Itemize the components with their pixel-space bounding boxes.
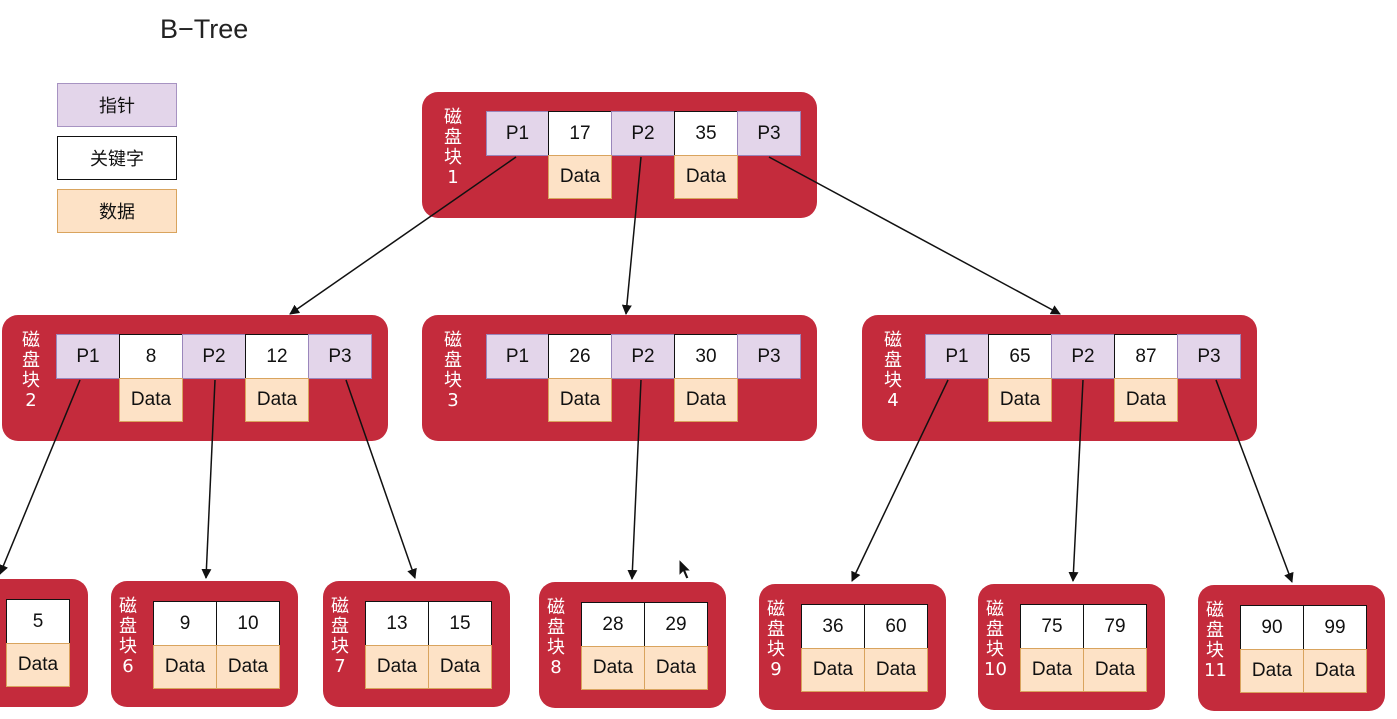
pointer-cell: P1 xyxy=(486,111,549,156)
key-cell: 30 xyxy=(674,334,738,379)
arrow-b2-p3 xyxy=(345,379,417,579)
key-cell: 65 xyxy=(988,334,1052,379)
data-cell: Data xyxy=(988,378,1052,422)
data-cell: Data xyxy=(1020,648,1084,692)
key-cell: 28 xyxy=(581,602,645,647)
key-cell: 15 xyxy=(428,601,492,646)
key-cell: 8 xyxy=(119,334,183,379)
legend-pointer: 指针 xyxy=(57,83,177,127)
data-cell: Data xyxy=(548,378,612,422)
key-cell: 35 xyxy=(674,111,738,156)
data-cell: Data xyxy=(674,378,738,422)
key-cell: 10 xyxy=(216,601,280,646)
diagram-title: B−Tree xyxy=(160,14,249,44)
key-cell: 99 xyxy=(1303,605,1367,650)
key-cell: 12 xyxy=(245,334,309,379)
data-cell: Data xyxy=(245,378,309,422)
data-cell: Data xyxy=(119,378,183,422)
arrow-root-p2 xyxy=(621,156,642,315)
data-cell: Data xyxy=(1240,649,1304,693)
key-cell: 29 xyxy=(644,602,708,647)
data-cell: Data xyxy=(153,645,217,689)
arrow-b2-p2 xyxy=(201,379,216,579)
pointer-cell: P1 xyxy=(925,334,989,379)
pointer-cell: P3 xyxy=(308,334,372,379)
arrow-b4-p2 xyxy=(1068,379,1084,582)
data-cell: Data xyxy=(644,646,708,690)
mouse-cursor-icon xyxy=(678,558,693,580)
data-cell: Data xyxy=(674,155,738,199)
arrow-b2-p1 xyxy=(0,379,81,575)
data-cell: Data xyxy=(801,648,865,692)
legend-data: 数据 xyxy=(57,189,177,233)
key-cell: 90 xyxy=(1240,605,1304,650)
arrow-b3-p2 xyxy=(627,379,642,580)
pointer-cell: P2 xyxy=(611,334,675,379)
data-cell: Data xyxy=(428,645,492,689)
arrow-root-p3 xyxy=(768,156,1061,315)
data-cell: Data xyxy=(864,648,928,692)
pointer-cell: P3 xyxy=(1177,334,1241,379)
arrow-root-p1 xyxy=(289,156,517,315)
data-cell: Data xyxy=(1083,648,1147,692)
legend-key: 关键字 xyxy=(57,136,177,180)
pointer-cell: P1 xyxy=(56,334,120,379)
key-cell: 60 xyxy=(864,604,928,649)
data-cell: Data xyxy=(365,645,429,689)
data-cell: Data xyxy=(6,643,70,687)
disk-block-leaf-partial: 5 Data xyxy=(0,579,88,707)
arrow-b4-p1 xyxy=(851,379,949,582)
arrow-b4-p3 xyxy=(1215,379,1294,583)
data-cell: Data xyxy=(1114,378,1178,422)
data-cell: Data xyxy=(216,645,280,689)
pointer-cell: P2 xyxy=(1051,334,1115,379)
pointer-cell: P1 xyxy=(486,334,549,379)
data-cell: Data xyxy=(548,155,612,199)
key-cell: 5 xyxy=(6,599,70,644)
pointer-cell: P2 xyxy=(182,334,246,379)
pointer-cell: P3 xyxy=(737,334,801,379)
data-cell: Data xyxy=(581,646,645,690)
key-cell: 87 xyxy=(1114,334,1178,379)
data-cell: Data xyxy=(1303,649,1367,693)
pointer-cell: P3 xyxy=(737,111,801,156)
